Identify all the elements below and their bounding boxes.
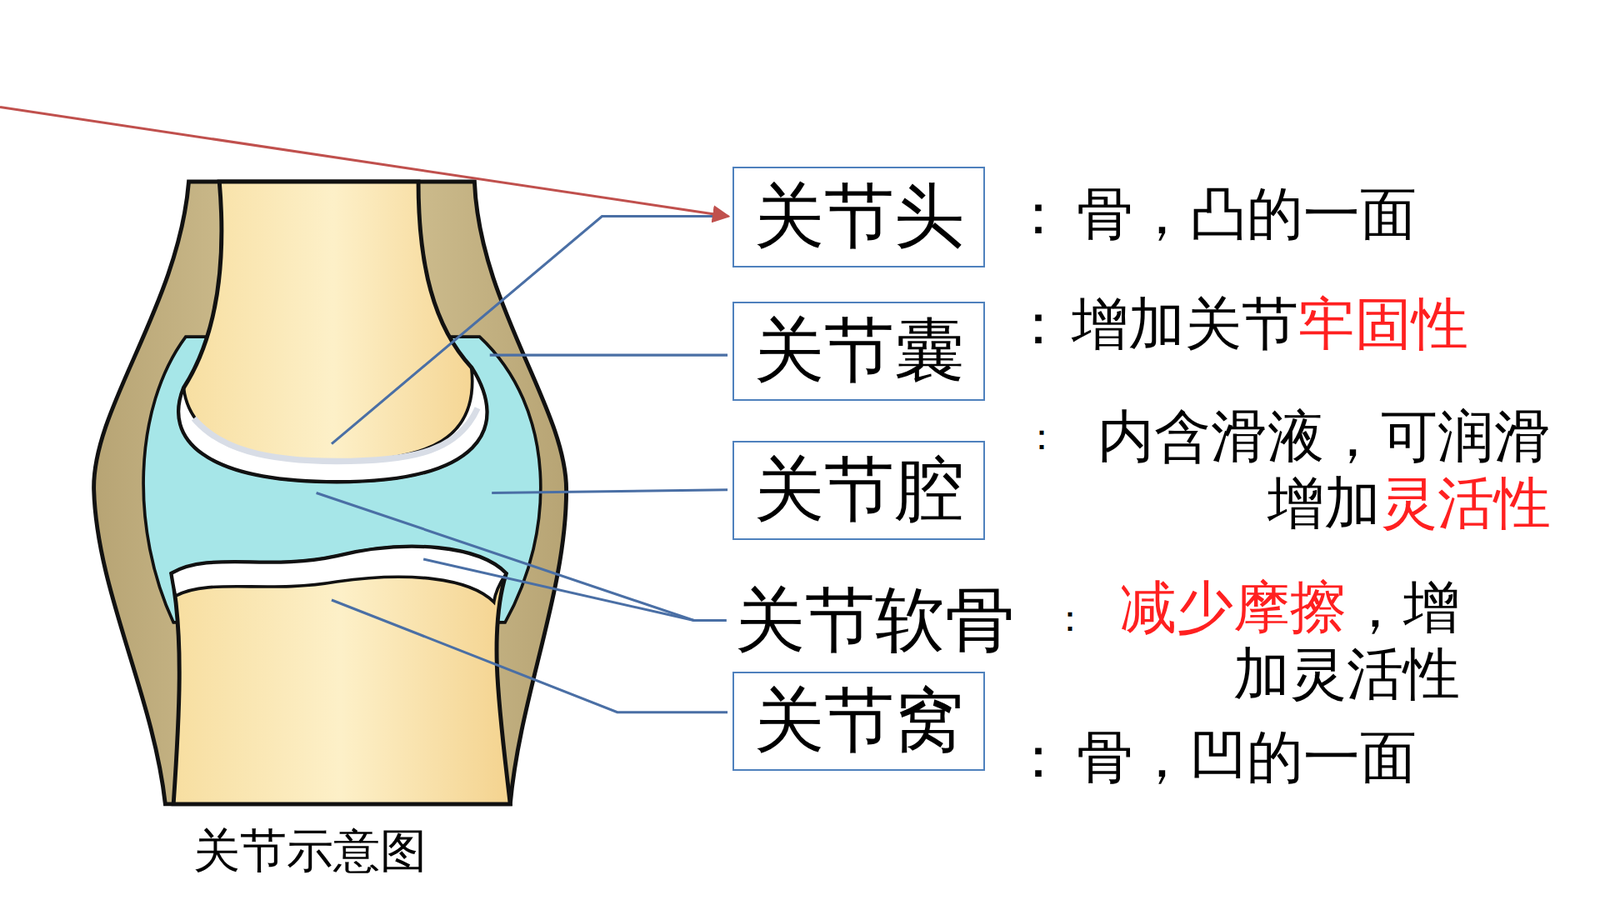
upper-bone bbox=[178, 181, 487, 482]
leader-lines bbox=[316, 216, 728, 713]
key-term: 灵活性 bbox=[1380, 470, 1551, 536]
description-text: 骨，凸的一面 bbox=[1076, 180, 1417, 247]
leader-line bbox=[491, 490, 728, 494]
description-text: ： bbox=[1010, 724, 1067, 790]
description-text: 增加关节 bbox=[1071, 290, 1299, 357]
leader-line bbox=[490, 354, 728, 357]
description-row: 减少摩擦，增加灵活性 bbox=[1100, 574, 1460, 708]
part-name: 关节窝 bbox=[754, 682, 965, 760]
leader-line bbox=[331, 600, 728, 713]
key-term: 牢固性 bbox=[1298, 290, 1469, 357]
description-row: ： bbox=[1010, 290, 1070, 359]
upper-cartilage bbox=[178, 367, 487, 482]
description-row: ： bbox=[1010, 180, 1070, 249]
description-row: 骨，凹的一面 bbox=[1076, 723, 1460, 792]
label-box: 关节窝 bbox=[732, 671, 985, 771]
description-row: 骨，凸的一面 bbox=[1076, 180, 1460, 249]
red-arrow bbox=[0, 107, 729, 217]
description-row: 关节软骨 bbox=[735, 582, 1035, 660]
upper-cartilage-shade bbox=[194, 408, 478, 462]
label-box: 关节腔 bbox=[732, 440, 985, 540]
caption: 关节示意图 bbox=[193, 823, 427, 880]
description-text: 骨，凹的一面 bbox=[1076, 724, 1417, 790]
leader-line bbox=[331, 216, 728, 445]
part-name: 关节头 bbox=[754, 178, 965, 255]
description-text: ： bbox=[1010, 290, 1067, 357]
description-row: ： bbox=[1023, 411, 1065, 462]
description-text: ： bbox=[1051, 596, 1089, 640]
description-row: 内含滑液，可润滑增加灵活性 bbox=[1071, 403, 1551, 537]
key-term: 减少摩擦 bbox=[1120, 574, 1347, 640]
leader-line bbox=[316, 492, 727, 620]
lower-cartilage bbox=[171, 546, 507, 602]
leader-line bbox=[423, 559, 694, 620]
part-name: 关节囊 bbox=[754, 312, 965, 390]
description-row: ： bbox=[1010, 723, 1070, 792]
description-row: 增加关节牢固性 bbox=[1071, 290, 1489, 359]
description-text: ： bbox=[1010, 180, 1067, 247]
lower-bone bbox=[171, 546, 511, 805]
label-box: 关节囊 bbox=[732, 301, 985, 401]
description-row: ： bbox=[1051, 593, 1094, 644]
description-text: ： bbox=[1023, 415, 1060, 458]
part-name: 关节腔 bbox=[754, 451, 965, 529]
label-box: 关节头 bbox=[732, 166, 985, 268]
description-text: 关节软骨 bbox=[735, 581, 1015, 660]
